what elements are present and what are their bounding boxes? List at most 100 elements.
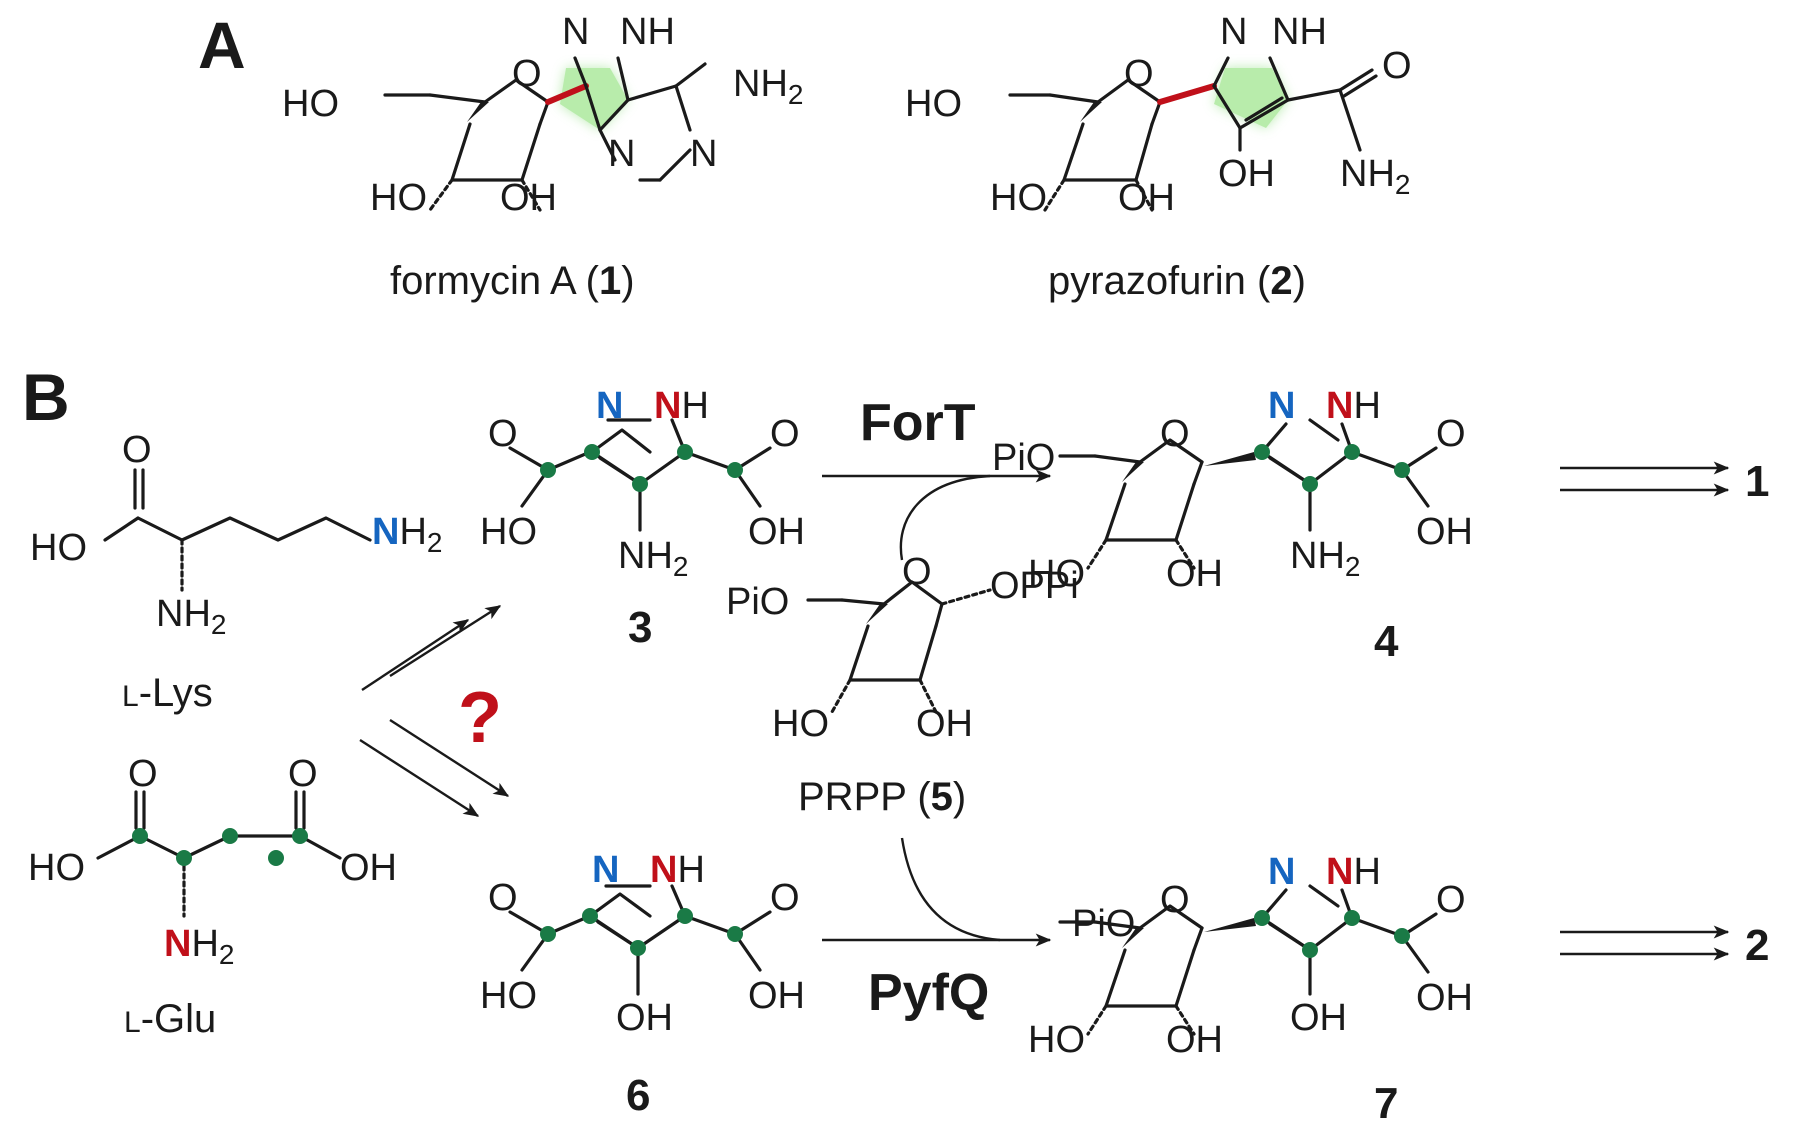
c-c-glycosidic-bond — [545, 83, 589, 105]
atom-oh: OH — [1118, 177, 1175, 219]
atom-o: O — [288, 753, 318, 795]
prpp-curved-arrow-bottom — [900, 837, 1001, 942]
lys-epsilon-nitrogen: NH2 — [372, 511, 442, 558]
multistep-arrows-to-1 — [1560, 461, 1730, 497]
atom-nh2: NH2 — [733, 63, 803, 110]
atom-oh: OH — [1290, 997, 1347, 1039]
compound-7-pyrazole-n1: N — [1268, 851, 1295, 893]
carbon-marker — [677, 908, 693, 924]
atom-pio: PiO — [992, 437, 1055, 479]
panel-label-b: B — [22, 360, 70, 434]
atom-nh2: NH2 — [1340, 153, 1410, 200]
pyrazole-highlight-core — [560, 68, 628, 130]
atom-n: N — [690, 133, 717, 175]
atom-o: O — [1436, 413, 1466, 455]
atom-ho: HO — [772, 703, 829, 745]
carbon-marker — [1394, 462, 1410, 478]
atom-ho: HO — [1028, 1019, 1085, 1061]
atom-o: O — [512, 53, 542, 95]
atom-oh: OH — [1166, 553, 1223, 595]
prpp-label: PRPP (5) — [798, 775, 966, 819]
atom-o: O — [1160, 879, 1190, 921]
atom-oh: OH — [1218, 153, 1275, 195]
question-mark: ? — [458, 678, 502, 758]
compound-6-number: 6 — [626, 1071, 650, 1120]
carbon-marker — [727, 926, 743, 942]
carbon-marker — [1394, 928, 1410, 944]
atom-oh: OH — [1166, 1019, 1223, 1061]
atom-o: O — [128, 753, 158, 795]
atom-ho: HO — [990, 177, 1047, 219]
lysine-structure: O HO NH2 NH2 — [30, 429, 442, 640]
multistep-arrows-to-2 — [1560, 925, 1730, 961]
compound-3-structure: N NH O O HO OH NH2 — [480, 385, 805, 582]
glutamate-label: L-Glu — [124, 997, 216, 1041]
carbon-marker — [1302, 942, 1318, 958]
pyrazofurin-structure: N NH O O HO OH NH2 HO OH — [905, 11, 1412, 219]
atom-oh: OH — [616, 997, 673, 1039]
atom-o: O — [488, 413, 518, 455]
atom-ho: HO — [30, 527, 87, 569]
atom-ho: HO — [1028, 553, 1085, 595]
compound-7-pyrazole-nh: NH — [1326, 851, 1381, 893]
atom-oh: OH — [1416, 511, 1473, 553]
carbon-marker — [176, 850, 192, 866]
atom-oh: OH — [748, 511, 805, 553]
atom-o: O — [902, 551, 932, 593]
atom-o: O — [122, 429, 152, 471]
compound-6-structure: N NH O O HO OH OH — [480, 849, 805, 1039]
atom-o: O — [770, 413, 800, 455]
carbon-marker — [132, 828, 148, 844]
atom-n: N — [1220, 11, 1247, 53]
atom-ho: HO — [480, 511, 537, 553]
carbon-marker — [540, 462, 556, 478]
compound-3-pyrazole-nh: NH — [654, 385, 709, 427]
atom-pio: PiO — [726, 581, 789, 623]
c-c-glycosidic-bond — [1157, 83, 1217, 105]
prpp-structure: O OPPi PiO HO OH — [726, 551, 1079, 745]
atom-oh: OH — [340, 847, 397, 889]
atom-o: O — [770, 877, 800, 919]
atom-o: O — [1382, 45, 1412, 87]
compound-7-structure: N NH O O PiO OH OH HO OH — [1028, 851, 1473, 1061]
atom-oh: OH — [500, 177, 557, 219]
prpp-curved-arrow-top — [899, 474, 991, 561]
glutamate-structure: O O HO OH NH2 — [28, 753, 397, 970]
carbon-marker — [292, 828, 308, 844]
compound-3-number: 3 — [628, 603, 652, 652]
formycin-a-structure: N NH O NH2 HO N N HO OH — [282, 11, 803, 219]
carbon-marker — [677, 444, 693, 460]
atom-oh: OH — [748, 975, 805, 1017]
atom-o: O — [1124, 53, 1154, 95]
carbon-marker — [1254, 444, 1270, 460]
compound-4-structure: N NH O O PiO OH NH2 HO OH — [992, 385, 1473, 595]
carbon-marker — [630, 940, 646, 956]
carbon-marker — [1344, 910, 1360, 926]
atom-nh2: NH2 — [156, 593, 226, 640]
carbon-marker — [632, 476, 648, 492]
formycin-a-label: formycin A (1) — [390, 259, 635, 303]
product-2-number: 2 — [1745, 921, 1769, 970]
compound-6-pyrazole-nh: NH — [650, 849, 705, 891]
atom-n: N — [562, 11, 589, 53]
compound-4-pyrazole-n1: N — [1268, 385, 1295, 427]
atom-o: O — [1160, 413, 1190, 455]
carbon-marker — [540, 926, 556, 942]
atom-oh: OH — [1416, 977, 1473, 1019]
atom-oppi: OPPi — [990, 565, 1079, 607]
pyrazofurin-label: pyrazofurin (2) — [1048, 259, 1306, 303]
carbon-marker — [727, 462, 743, 478]
atom-oh: OH — [916, 703, 973, 745]
multistep-arrows-to-3 — [361, 604, 502, 692]
atom-ho: HO — [282, 83, 339, 125]
atom-nh: NH — [1272, 11, 1327, 53]
atom-ho: HO — [905, 83, 962, 125]
carbon-marker — [1254, 910, 1270, 926]
atom-nh: NH — [620, 11, 675, 53]
atom-n: N — [608, 133, 635, 175]
pyrazole-highlight-core — [1214, 68, 1288, 128]
carbon-marker — [222, 828, 238, 844]
glu-amine-nitrogen: NH2 — [164, 923, 234, 970]
carbon-marker — [1302, 476, 1318, 492]
